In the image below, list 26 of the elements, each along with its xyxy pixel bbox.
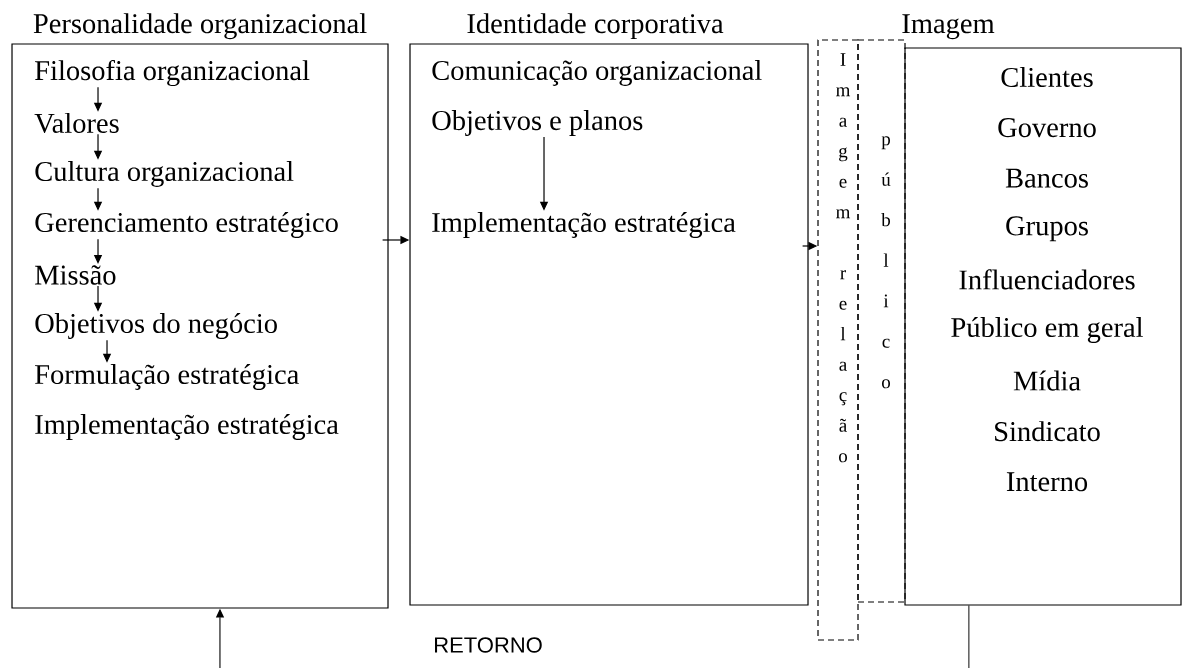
item-text: Interno xyxy=(1006,472,1088,492)
node-label: Imagem xyxy=(902,14,995,40)
item-text: Implementação estratégica xyxy=(432,212,736,238)
item-text: Gerenciamento estratégico xyxy=(35,212,338,238)
item-text: Comunicação organizacional xyxy=(432,60,762,86)
item-text: Objetivos e planos xyxy=(432,110,643,136)
item-text: Implementação estratégica xyxy=(35,414,339,440)
item-text: Público em geral xyxy=(951,317,1143,343)
item-text: Sindicato xyxy=(995,421,1100,442)
item-text: Objetivos do negócio xyxy=(35,313,277,339)
dashed-box: público xyxy=(857,39,906,603)
item-text: Valores xyxy=(34,112,119,134)
item-text: Filosofia organizacional xyxy=(35,59,310,87)
item-text: Cultura organizacional xyxy=(35,161,294,187)
item-text: Formulação estratégica xyxy=(35,364,299,390)
item-text: Grupos xyxy=(1006,216,1088,242)
item-text: Influenciadores xyxy=(959,269,1135,290)
dashed-box: Imagem relação xyxy=(817,39,859,641)
node-label: Personalidade organizacional xyxy=(33,13,367,40)
item-text: Governo xyxy=(998,118,1096,138)
item-text: Clientes xyxy=(1001,66,1093,88)
node-label: Identidade corporativa xyxy=(467,13,724,40)
item-text: Missão xyxy=(35,265,116,285)
item-text: Mídia xyxy=(1013,370,1081,391)
item-text: Bancos xyxy=(1005,168,1088,188)
feedback-label: RETORNO xyxy=(435,637,542,653)
